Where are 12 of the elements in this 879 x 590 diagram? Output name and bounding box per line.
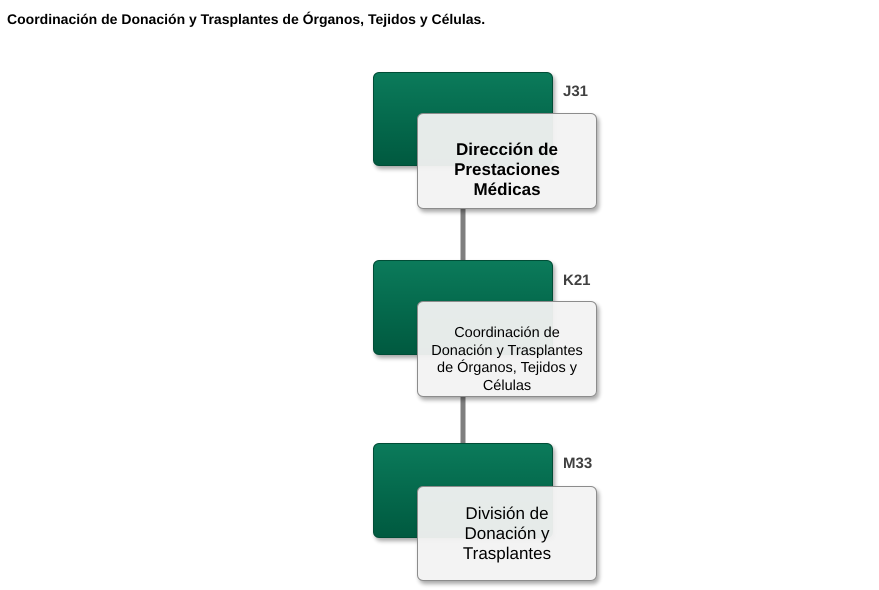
unit-card xyxy=(417,113,597,209)
unit-code: J31 xyxy=(563,82,588,102)
connector-line xyxy=(460,397,466,443)
connector-line xyxy=(460,209,466,260)
page-title: Coordinación de Donación y Trasplantes de Órganos, Tejidos y Células. xyxy=(7,10,486,29)
unit-code: M33 xyxy=(563,454,592,474)
unit-card xyxy=(417,301,597,397)
unit-name: Coordinación de Donación y Trasplantes de Órganos, Tejidos y Células xyxy=(430,325,584,395)
unit-code: K21 xyxy=(563,271,591,291)
unit-name: Dirección de Prestaciones Médicas xyxy=(453,140,561,200)
unit-name: División de Donación y Trasplantes xyxy=(462,504,552,564)
unit-card xyxy=(417,486,597,581)
